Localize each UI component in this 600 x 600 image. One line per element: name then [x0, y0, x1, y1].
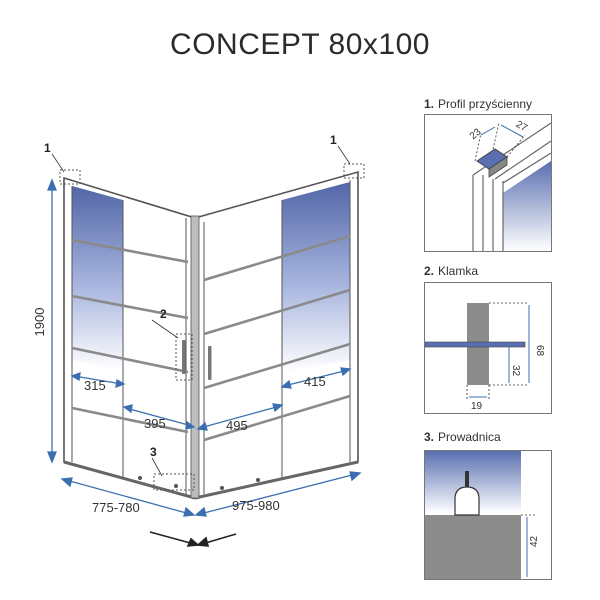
handle-dim-68: 68	[534, 345, 545, 357]
right-handle-icon	[208, 346, 212, 380]
right-glass-tint	[282, 182, 350, 372]
dim-315-arrow	[70, 372, 126, 388]
profile-dim-23: 23	[468, 126, 484, 142]
corner-post	[190, 215, 200, 499]
callout-1-left: 1	[44, 141, 51, 155]
profile-dim-27: 27	[514, 119, 530, 134]
guide-dim-42: 42	[529, 535, 540, 547]
dim-415-arrow	[280, 367, 352, 389]
left-glass-tint	[72, 186, 123, 370]
handle-dim-32: 32	[510, 365, 521, 377]
profile-callout-box-right	[343, 163, 365, 179]
page-title: CONCEPT 80x100	[170, 28, 430, 61]
dim-495-arrow	[196, 403, 284, 431]
callout-3: 3	[150, 445, 157, 459]
width-right-label: 975-980	[232, 498, 280, 513]
width-right-dimension	[194, 471, 362, 517]
dim-315: 315	[84, 378, 106, 393]
rollers	[138, 476, 260, 490]
left-stripes	[71, 238, 189, 434]
handle-panel-title: 2.Klamka	[424, 264, 478, 278]
handle-dim-19: 19	[471, 401, 483, 412]
width-left-dimension	[60, 477, 196, 517]
profile-panel: 23 27	[424, 114, 552, 252]
dim-415: 415	[304, 374, 326, 389]
handle-panel-number: 2.	[424, 264, 435, 278]
sliding-arrows	[149, 531, 237, 547]
callout-1-right: 1	[330, 133, 337, 147]
left-handle-icon	[182, 340, 186, 374]
profile-panel-number: 1.	[424, 97, 435, 111]
dim-395: 395	[144, 416, 166, 431]
guide-panel-title: 3.Prowadnica	[424, 430, 501, 444]
guide-callout-box	[153, 473, 195, 491]
profile-panel-title: 1.Profil przyścienny	[424, 97, 532, 111]
handle-panel: 68 32 19	[424, 282, 552, 414]
guide-panel: 42	[424, 450, 552, 580]
width-left-label: 775-780	[92, 500, 140, 515]
callout-2: 2	[160, 307, 167, 321]
guide-panel-number: 3.	[424, 430, 435, 444]
profile-callout-box-left	[59, 169, 81, 185]
dim-395-arrow	[122, 404, 196, 430]
right-stripes	[203, 234, 351, 442]
handle-callout-box	[175, 333, 193, 381]
shower-enclosure-diagram: 1900 775-780 975-980 315 395 495	[32, 133, 365, 547]
height-dimension	[47, 178, 57, 464]
dim-495: 495	[226, 418, 248, 433]
profile-panel-label: Profil przyścienny	[438, 97, 533, 111]
guide-panel-label: Prowadnica	[438, 430, 501, 444]
height-label: 1900	[32, 308, 47, 337]
handle-panel-label: Klamka	[438, 264, 479, 278]
